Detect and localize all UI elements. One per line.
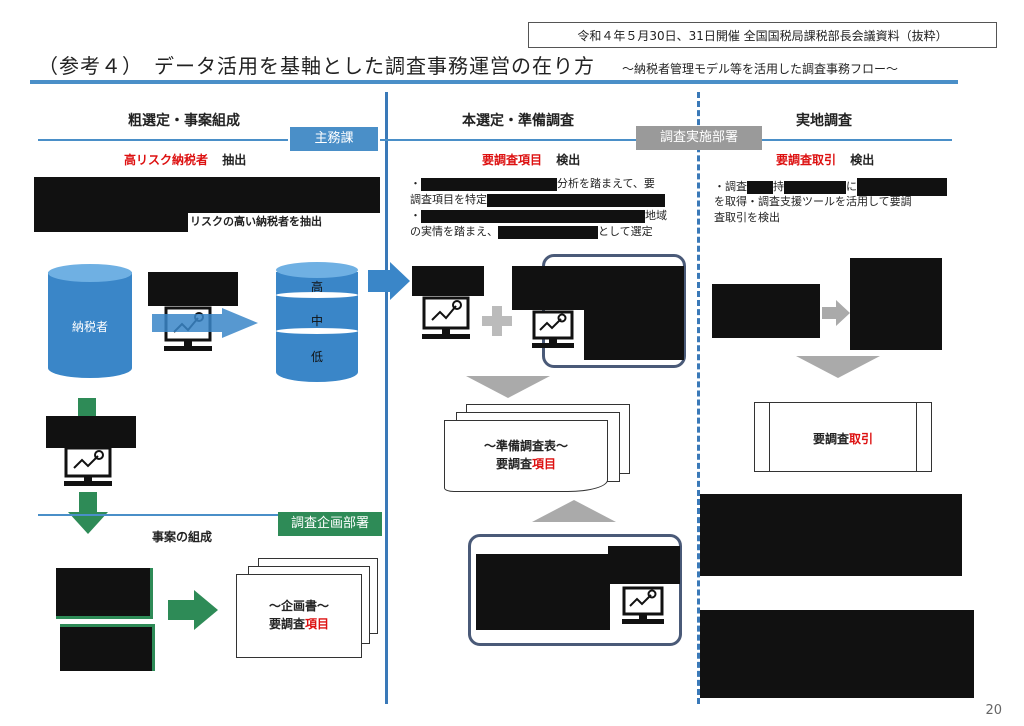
prep-doc-subtitle-black: 要調査 bbox=[495, 457, 532, 471]
redaction-block bbox=[412, 266, 484, 296]
col2-note-line4: の実情を踏まえ、として選定 bbox=[410, 225, 653, 239]
page-number: 20 bbox=[985, 703, 1002, 718]
plan-doc-subtitle-red: 項目 bbox=[305, 617, 330, 631]
redaction-block bbox=[608, 546, 680, 584]
transaction-result-label: 要調査取引 bbox=[755, 430, 931, 447]
col1-heading-red: 高リスク納税者 bbox=[124, 153, 209, 167]
arrow-down-icon bbox=[796, 356, 880, 378]
redaction-block bbox=[34, 177, 380, 213]
redaction-block bbox=[56, 568, 153, 619]
col1-note-tail: リスクの高い納税者を抽出 bbox=[190, 215, 322, 228]
col3-heading: 要調査取引 検出 bbox=[776, 151, 874, 168]
prep-doc-subtitle: 要調査項目 bbox=[445, 455, 607, 472]
col2-note-line3: ・地域 bbox=[410, 209, 667, 223]
redaction-block bbox=[850, 258, 942, 350]
col1-heading: 高リスク納税者 抽出 bbox=[124, 151, 246, 168]
meeting-note: 令和４年５月30日、31日開催 全国国税局課税部長会議資料（抜粋） bbox=[577, 29, 948, 43]
rule-col2 bbox=[380, 139, 636, 141]
col3-heading-black: 検出 bbox=[850, 153, 875, 167]
prep-doc-subtitle-red: 項目 bbox=[532, 457, 557, 471]
tag-planning-dept: 調査企画部署 bbox=[278, 512, 382, 536]
col3-note-line1: ・調査持に bbox=[714, 178, 947, 196]
arrow-down-icon bbox=[78, 398, 96, 418]
risk-low-label: 低 bbox=[310, 350, 323, 364]
redaction-block bbox=[700, 610, 974, 698]
box-divider bbox=[916, 403, 917, 471]
col2-heading-red: 要調査項目 bbox=[482, 153, 543, 167]
plan-doc-title: ～企画書～ bbox=[268, 599, 329, 613]
column-title-2: 本選定・準備調査 bbox=[462, 113, 574, 129]
arrow-right-icon bbox=[152, 308, 258, 338]
col3-note-line2: を取得・調査支援ツールを活用して要調 bbox=[714, 195, 912, 208]
arrow-right-icon bbox=[368, 262, 410, 300]
transaction-result-black: 要調査 bbox=[812, 432, 849, 446]
risk-db-separator bbox=[276, 328, 358, 334]
prep-doc-title: ～準備調査表～ bbox=[483, 439, 568, 453]
redaction-block bbox=[148, 272, 238, 306]
transaction-result-red: 取引 bbox=[849, 432, 874, 446]
taxpayer-db-top bbox=[48, 264, 132, 282]
redaction-block bbox=[712, 284, 820, 338]
computer-icon bbox=[64, 446, 112, 486]
plus-icon bbox=[482, 306, 512, 336]
plan-document: ～企画書～ 要調査項目 bbox=[236, 574, 362, 658]
page-subtitle: ～納税者管理モデル等を活用した調査事務フロー～ bbox=[622, 62, 899, 76]
rule-col1 bbox=[38, 139, 288, 141]
col3-heading-red: 要調査取引 bbox=[776, 153, 837, 167]
arrow-down-icon bbox=[466, 376, 550, 398]
col3-note-line3: 査取引を検出 bbox=[714, 211, 780, 224]
case-formation-label: 事案の組成 bbox=[152, 530, 213, 544]
redaction-block bbox=[700, 494, 962, 576]
risk-high-label: 高 bbox=[310, 280, 323, 294]
plan-doc-subtitle: 要調査項目 bbox=[237, 615, 361, 632]
col2-note-line1: ・分析を踏まえて、要 bbox=[410, 177, 655, 191]
tag-investigation-dept: 調査実施部署 bbox=[636, 126, 762, 150]
computer-icon bbox=[622, 586, 664, 624]
title-rule bbox=[30, 80, 958, 84]
col2-heading: 要調査項目 検出 bbox=[482, 151, 580, 168]
rule-col3 bbox=[762, 139, 952, 141]
box-divider bbox=[769, 403, 770, 471]
column-title-1: 粗選定・事案組成 bbox=[128, 113, 240, 129]
rule-planning bbox=[38, 514, 278, 516]
computer-icon bbox=[532, 310, 574, 348]
plan-doc-subtitle-black: 要調査 bbox=[268, 617, 305, 631]
redaction-block bbox=[584, 296, 684, 360]
redaction-block bbox=[476, 554, 610, 630]
column-title-3: 実地調査 bbox=[796, 113, 852, 129]
risk-database: 高 中 低 bbox=[276, 272, 358, 382]
risk-db-top bbox=[276, 262, 358, 278]
page-title: （参考４） データ活用を基軸とした調査事務運営の在り方 bbox=[38, 54, 595, 78]
risk-db-separator bbox=[276, 292, 358, 298]
redaction-block bbox=[34, 210, 188, 232]
col2-note-line2: 調査項目を特定 bbox=[410, 192, 665, 207]
risk-mid-label: 中 bbox=[310, 314, 323, 328]
redaction-block bbox=[60, 624, 155, 671]
taxpayer-db-label: 納税者 bbox=[71, 320, 108, 334]
computer-icon bbox=[422, 296, 470, 339]
col1-heading-black: 抽出 bbox=[222, 153, 247, 167]
redaction-block bbox=[46, 416, 136, 448]
arrow-right-icon bbox=[168, 590, 218, 630]
prep-document: ～準備調査表～ 要調査項目 bbox=[444, 420, 608, 492]
arrow-up-icon bbox=[532, 500, 616, 522]
arrow-right-icon bbox=[822, 300, 850, 326]
col2-heading-black: 検出 bbox=[556, 153, 581, 167]
arrow-down-icon bbox=[68, 492, 108, 534]
data-source-frame bbox=[468, 534, 682, 646]
meeting-note-box: 令和４年５月30日、31日開催 全国国税局課税部長会議資料（抜粋） bbox=[528, 22, 997, 48]
transaction-result-box: 要調査取引 bbox=[754, 402, 932, 472]
tag-main-section: 主務課 bbox=[290, 127, 378, 151]
taxpayer-database: 納税者 bbox=[48, 272, 132, 378]
column-divider-1 bbox=[385, 92, 388, 704]
column-divider-2 bbox=[697, 92, 700, 704]
